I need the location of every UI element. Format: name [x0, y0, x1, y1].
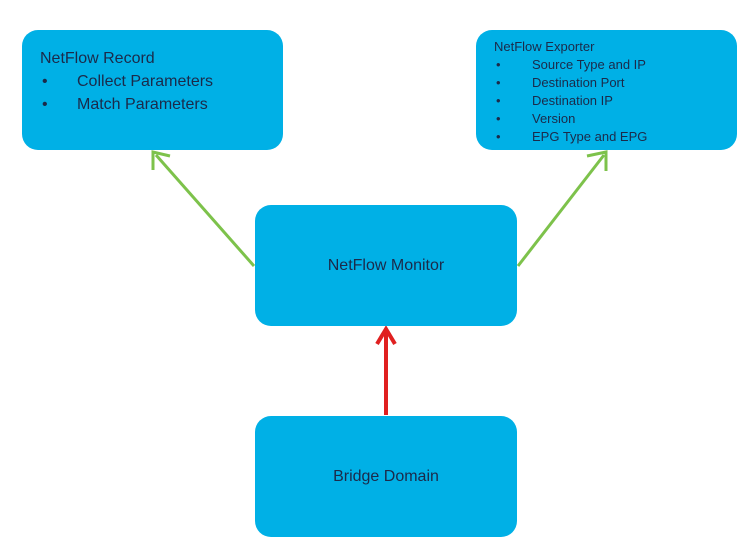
- list-item: •Collect Parameters: [40, 70, 283, 93]
- bridge-domain-node: Bridge Domain: [255, 416, 517, 537]
- bullet-icon: •: [496, 129, 501, 144]
- arrow-monitor-to-record: [151, 150, 256, 267]
- netflow-monitor-title: NetFlow Monitor: [327, 256, 445, 274]
- bullet-icon: •: [496, 75, 501, 90]
- list-item: •EPG Type and EPG: [496, 129, 648, 144]
- bullet-icon: •: [496, 111, 501, 126]
- netflow-exporter-node: NetFlow Exporter •Source Type and IP •De…: [476, 30, 737, 150]
- netflow-monitor-node: NetFlow Monitor: [255, 205, 517, 326]
- list-item: •Match Parameters: [40, 93, 283, 116]
- netflow-record-list: •Collect Parameters •Match Parameters: [40, 70, 283, 116]
- netflow-record-node: NetFlow Record •Collect Parameters •Matc…: [22, 30, 283, 150]
- netflow-record-title: NetFlow Record: [40, 50, 155, 67]
- bullet-icon: •: [42, 96, 48, 113]
- list-item: •Destination Port: [496, 75, 625, 90]
- list-item: •Destination IP: [496, 93, 613, 108]
- netflow-exporter-title: NetFlow Exporter: [494, 39, 595, 54]
- arrow-bridge-to-monitor: [375, 325, 397, 415]
- arrow-monitor-to-exporter: [516, 150, 608, 267]
- list-item: •Source Type and IP: [496, 57, 646, 72]
- bullet-icon: •: [496, 93, 501, 108]
- list-item: •Version: [496, 111, 576, 126]
- bullet-icon: •: [496, 57, 501, 72]
- bridge-domain-title: Bridge Domain: [333, 467, 439, 485]
- bullet-icon: •: [42, 73, 48, 90]
- netflow-exporter-list: •Source Type and IP •Destination Port •D…: [494, 56, 737, 146]
